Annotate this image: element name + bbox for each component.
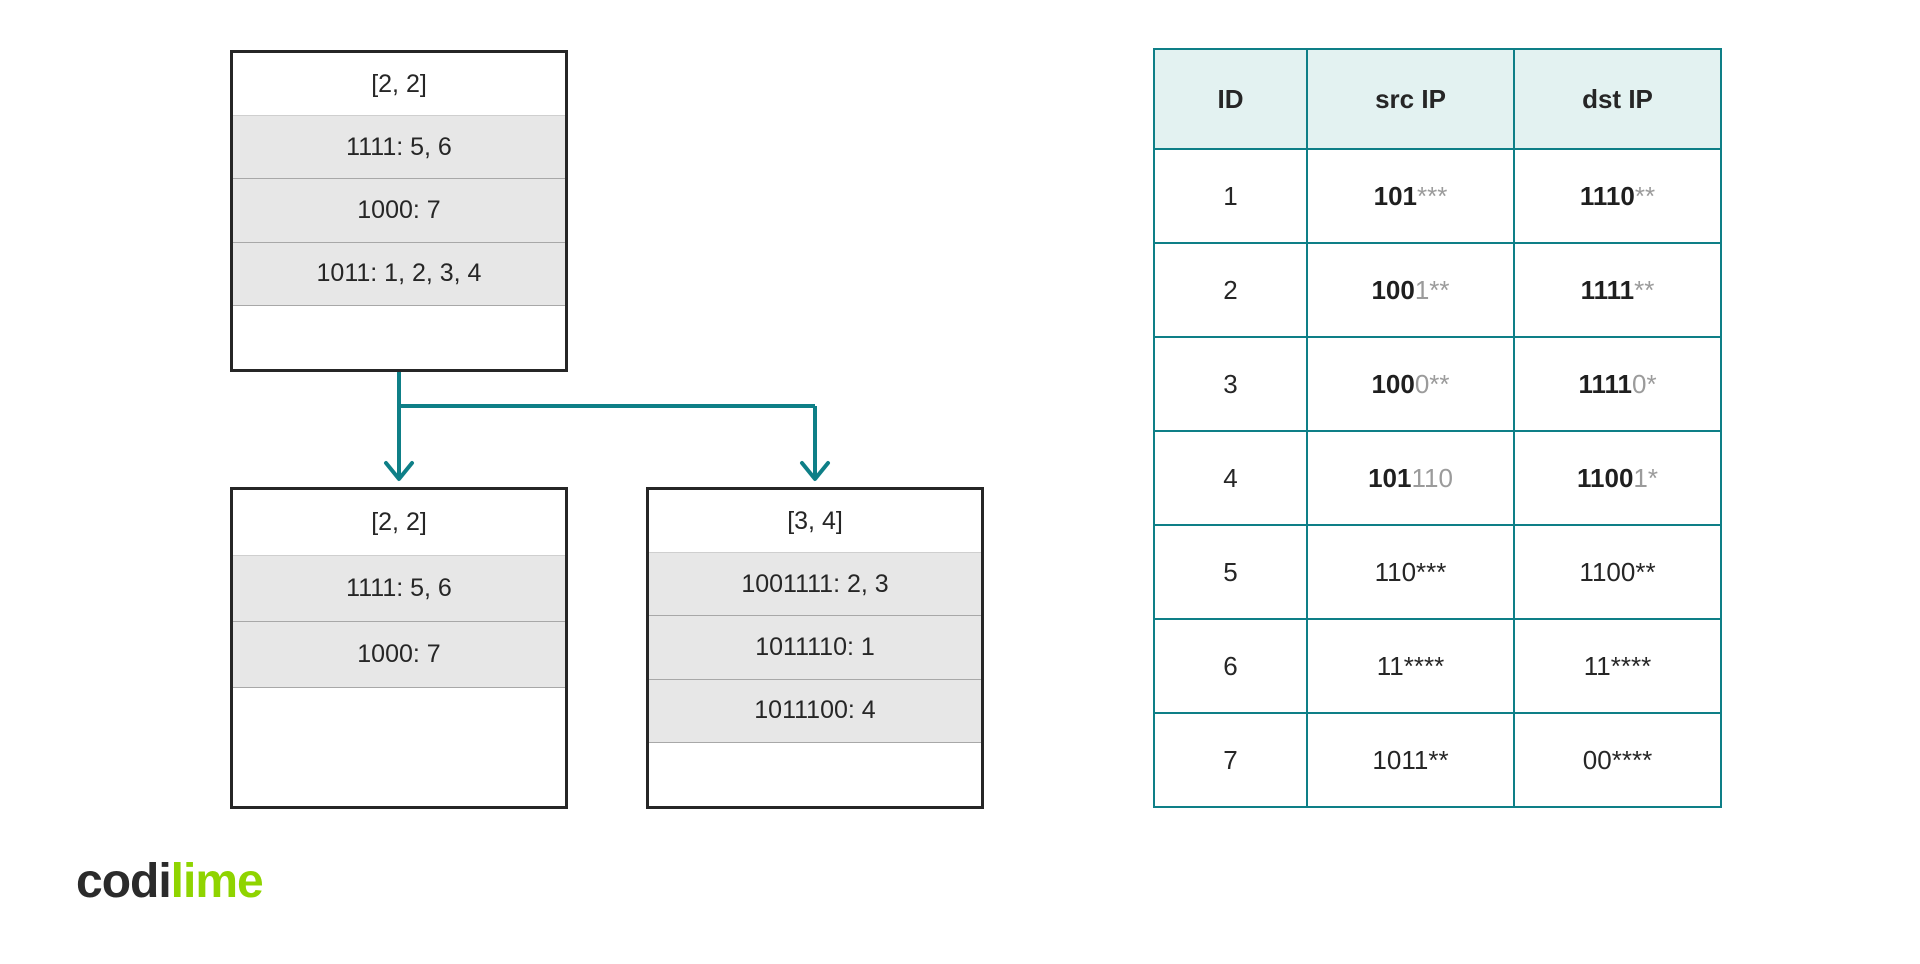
logo-text-lime: lime — [170, 855, 264, 908]
cell-src-ip-4: 101110 — [1306, 430, 1515, 526]
node-root: [2, 2] 1111: 5, 6 1000: 7 1011: 1, 2, 3,… — [230, 50, 568, 372]
cell-src-ip-2: 1001** — [1306, 242, 1515, 338]
arrow-to-right-node-head — [800, 461, 830, 481]
cell-dst-ip-3: 11110* — [1513, 336, 1722, 432]
src-2-dim: 1** — [1414, 274, 1450, 305]
dst-3-dim: 0* — [1631, 368, 1657, 399]
dst-1-dim: ** — [1634, 180, 1656, 211]
node-root-row-empty — [233, 305, 565, 369]
cell-src-ip-6: 11**** — [1306, 618, 1515, 714]
node-right-header: [3, 4] — [649, 490, 981, 554]
src-2-bold: 100 — [1371, 274, 1415, 305]
cell-src-ip-7: 1011** — [1306, 712, 1515, 808]
dst-2-dim: ** — [1634, 274, 1655, 305]
node-root-header: [2, 2] — [233, 53, 565, 117]
node-right-row-2: 1011100: 4 — [649, 679, 981, 743]
node-right-row-0: 1001111: 2, 3 — [649, 553, 981, 617]
column-header-dst: dst IP — [1513, 48, 1722, 150]
node-right-child: [3, 4] 1001111: 2, 3 1011110: 1 1011100:… — [646, 487, 984, 809]
dst-6-plain: 11**** — [1583, 650, 1652, 681]
cell-src-ip-5: 110*** — [1306, 524, 1515, 620]
logo-text-dark: codi — [76, 855, 172, 908]
cell-src-ip-3: 1000** — [1306, 336, 1515, 432]
src-3-dim: 0** — [1414, 368, 1450, 399]
node-left-row-empty — [233, 688, 565, 806]
arrow-to-left-node-head — [384, 461, 414, 481]
cell-src-ip-1: 101*** — [1306, 148, 1515, 244]
column-header-src: src IP — [1306, 48, 1515, 150]
dst-4-bold: 1100 — [1577, 462, 1634, 493]
cell-id-4: 4 — [1153, 430, 1308, 526]
table-row: 7 1011** 00**** — [1153, 712, 1722, 808]
cell-id-2: 2 — [1153, 242, 1308, 338]
cell-dst-ip-6: 11**** — [1513, 618, 1722, 714]
dst-7-plain: 00**** — [1582, 744, 1653, 775]
table-row: 6 11**** 11**** — [1153, 618, 1722, 714]
node-left-row-1: 1000: 7 — [233, 622, 565, 688]
cell-dst-ip-5: 1100** — [1513, 524, 1722, 620]
cell-dst-ip-1: 1110** — [1513, 148, 1722, 244]
cell-id-5: 5 — [1153, 524, 1308, 620]
cell-id-6: 6 — [1153, 618, 1308, 714]
dst-4-dim: 1* — [1633, 462, 1658, 493]
table-row: 5 110*** 1100** — [1153, 524, 1722, 620]
src-3-bold: 100 — [1371, 368, 1415, 399]
node-right-row-empty — [649, 742, 981, 806]
column-header-id: ID — [1153, 48, 1308, 150]
cell-dst-ip-2: 1111** — [1513, 242, 1722, 338]
node-left-child: [2, 2] 1111: 5, 6 1000: 7 — [230, 487, 568, 809]
node-root-row-0: 1111: 5, 6 — [233, 116, 565, 180]
src-4-dim: 110 — [1411, 462, 1453, 493]
src-5-plain: 110*** — [1374, 556, 1447, 587]
node-left-header: [2, 2] — [233, 490, 565, 556]
src-4-bold: 101 — [1368, 462, 1412, 493]
cell-dst-ip-7: 00**** — [1513, 712, 1722, 808]
src-1-dim: *** — [1417, 180, 1448, 211]
codilime-logo: codilime — [76, 855, 264, 908]
src-1-bold: 101 — [1373, 180, 1418, 211]
cell-id-7: 7 — [1153, 712, 1308, 808]
table-header-row: ID src IP dst IP — [1153, 48, 1722, 150]
cell-dst-ip-4: 11001* — [1513, 430, 1722, 526]
src-6-plain: 11**** — [1376, 650, 1445, 681]
dst-5-plain: 1100** — [1579, 556, 1656, 587]
dst-2-bold: 1111 — [1580, 274, 1635, 305]
dst-3-bold: 1111 — [1578, 368, 1632, 399]
node-right-row-1: 1011110: 1 — [649, 616, 981, 680]
node-root-row-1: 1000: 7 — [233, 179, 565, 243]
cell-id-1: 1 — [1153, 148, 1308, 244]
src-7-plain: 1011** — [1372, 744, 1449, 775]
node-root-row-2: 1011: 1, 2, 3, 4 — [233, 242, 565, 306]
dst-1-bold: 1110 — [1579, 180, 1635, 211]
node-left-row-0: 1111: 5, 6 — [233, 556, 565, 622]
cell-id-3: 3 — [1153, 336, 1308, 432]
